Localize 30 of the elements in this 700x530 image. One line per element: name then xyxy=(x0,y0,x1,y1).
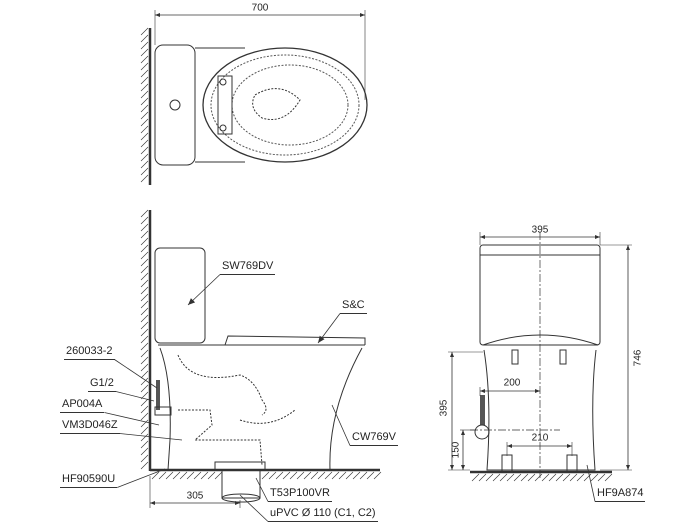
dimension-label: 210 xyxy=(532,432,548,444)
callout-label: G1/2 xyxy=(88,377,116,392)
leader-line xyxy=(256,478,268,502)
leader-line xyxy=(116,468,166,488)
callout-label: HF90590U xyxy=(60,473,118,488)
dimension-label: 700 xyxy=(252,2,268,14)
leader-line xyxy=(104,412,160,426)
leader-line xyxy=(119,433,182,440)
leader-line xyxy=(114,359,158,388)
leader-line xyxy=(115,391,154,402)
dimension-label: 395 xyxy=(438,400,450,416)
callout-label: VM3D046Z xyxy=(60,419,120,434)
dimension-label: 150 xyxy=(450,442,462,458)
callout-label: CW769V xyxy=(350,431,398,446)
leader-line xyxy=(586,464,596,502)
dimension-label: 395 xyxy=(532,224,548,236)
callout-label: T53P100VR xyxy=(268,487,332,502)
callout-label: 260033-2 xyxy=(64,345,114,360)
leader-line xyxy=(240,494,268,522)
dimension-label: 305 xyxy=(186,490,204,502)
callout-label: SW769DV xyxy=(220,260,276,275)
callout-label: HF9A874 xyxy=(595,487,646,502)
leader-line xyxy=(188,274,220,306)
leader-line xyxy=(332,404,350,446)
callout-label: AP004A xyxy=(60,398,104,413)
dimension-label: 746 xyxy=(632,350,644,366)
leader-line xyxy=(318,313,340,344)
callout-label: uPVC Ø 110 (C1, C2) xyxy=(268,507,378,522)
dimension-label: 200 xyxy=(504,378,520,388)
callout-label: S&C xyxy=(340,299,367,314)
